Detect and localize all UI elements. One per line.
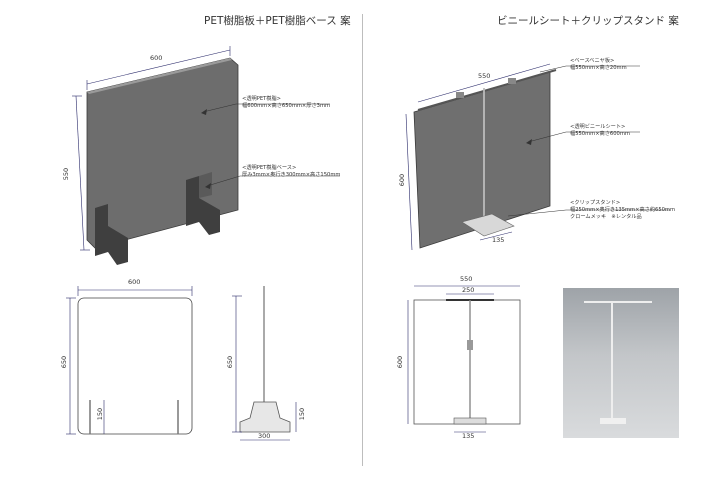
pet-side-foot-label: 150 xyxy=(298,407,307,421)
pet-front-height-label: 650 xyxy=(60,355,69,369)
vinyl-iso-width-label: 550 xyxy=(478,72,491,80)
vinyl-iso-height-label: 600 xyxy=(398,173,407,187)
vinyl-front-view xyxy=(413,299,521,425)
callout-pet-base: <透明PET樹脂ベース> 厚み3mm×奥行き300mm×高さ150mm xyxy=(242,165,341,178)
vinyl-front-width-label: 550 xyxy=(460,275,473,283)
right-title: ビニールシート＋クリップスタンド 案 xyxy=(497,15,679,27)
pet-iso-height-label: 550 xyxy=(62,167,71,181)
stand-photo-lines xyxy=(584,301,652,424)
callout-vinyl-sheet: <透明ビニールシート> 幅550mm×高さ600mm xyxy=(570,124,630,137)
pet-front-width-label: 600 xyxy=(128,278,141,286)
pet-side-view xyxy=(239,286,291,433)
pet-panel-iso xyxy=(86,57,239,265)
vinyl-iso-foot-label: 135 xyxy=(492,236,505,244)
vinyl-front-foot-label: 135 xyxy=(462,432,475,440)
section-divider xyxy=(362,14,363,466)
callout-pet-panel: <透明PET樹脂> 幅600mm×高さ650mm×厚さ3mm xyxy=(242,96,331,109)
callout-base-veneer: <ベースベニヤ板> 幅550mm×高さ20mm xyxy=(570,58,627,71)
left-title: PET樹脂板＋PET樹脂ベース 案 xyxy=(204,15,351,27)
pet-side-depth-label: 300 xyxy=(258,432,271,440)
vinyl-front-bar-label: 250 xyxy=(462,286,475,294)
pet-iso-dims xyxy=(72,46,231,251)
callout-clip-stand: <クリップスタンド> 幅250mm×奥行き135mm×高さ約650mm クローム… xyxy=(570,200,676,220)
vinyl-sheet-iso xyxy=(413,69,557,249)
pet-side-height-label: 650 xyxy=(226,355,235,369)
pet-iso-width-label: 600 xyxy=(150,54,163,62)
pet-front-view xyxy=(77,297,193,435)
pet-front-foot-label: 150 xyxy=(96,407,105,421)
vinyl-front-height-label: 600 xyxy=(396,355,405,369)
